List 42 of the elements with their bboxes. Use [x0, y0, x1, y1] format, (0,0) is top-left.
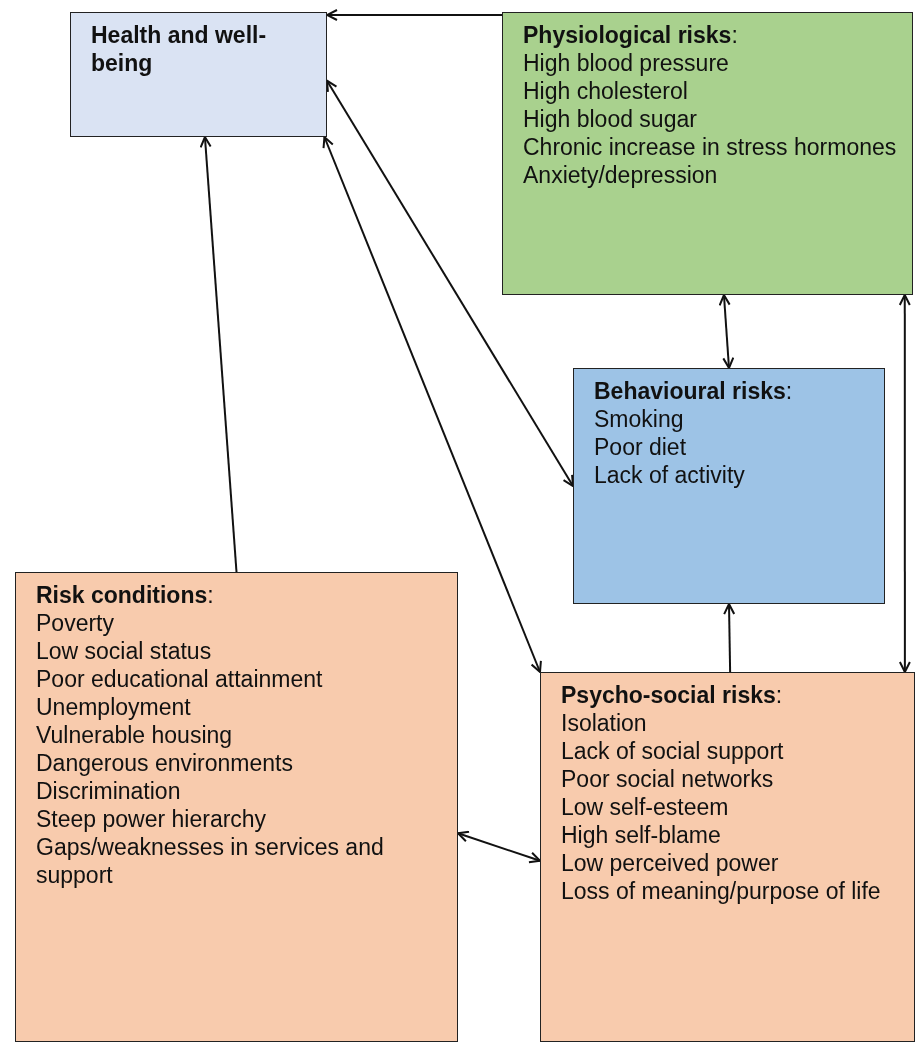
text-box: [540, 672, 915, 1042]
list-item: Vulnerable housing: [36, 721, 233, 749]
text-box: [70, 12, 327, 137]
list-item: Discrimination: [36, 777, 181, 805]
list-item: Low self-esteem: [561, 793, 729, 821]
text-box: [502, 12, 913, 295]
list-item: Poverty: [36, 609, 114, 637]
list-item: Gaps/weaknesses in services and support: [36, 833, 385, 889]
box-heading: Psycho-social risks:: [561, 681, 783, 709]
list-item: Unemployment: [36, 693, 191, 721]
list-item: Low social status: [36, 637, 212, 665]
box-heading: Health and well-being: [91, 21, 268, 77]
text-box: [15, 572, 458, 1042]
list-item: Steep power hierarchy: [36, 805, 267, 833]
arrow: [457, 830, 541, 864]
list-item: Poor social networks: [561, 765, 774, 793]
list-item: Poor educational attainment: [36, 665, 323, 693]
arrow: [322, 136, 542, 673]
arrow: [723, 603, 736, 673]
list-item: Lack of activity: [594, 461, 745, 489]
list-item: Dangerous environments: [36, 749, 293, 777]
list-item: Chronic increase in stress hormones: [523, 133, 897, 161]
list-item: Loss of meaning/purpose of life: [561, 877, 881, 905]
text-box: [573, 368, 885, 604]
box-heading: Behavioural risks:: [594, 377, 793, 405]
list-item: High cholesterol: [523, 77, 688, 105]
list-item: Lack of social support: [561, 737, 784, 765]
list-item: Smoking: [594, 405, 684, 433]
list-item: Low perceived power: [561, 849, 779, 877]
arrow: [199, 136, 238, 573]
list-item: Isolation: [561, 709, 647, 737]
box-heading: Risk conditions:: [36, 581, 214, 609]
list-item: Poor diet: [594, 433, 687, 461]
arrow: [898, 294, 911, 673]
list-item: Anxiety/depression: [523, 161, 718, 189]
list-item: High self-blame: [561, 821, 721, 849]
list-item: High blood sugar: [523, 105, 697, 133]
list-item: High blood pressure: [523, 49, 729, 77]
box-heading: Physiological risks:: [523, 21, 738, 49]
arrow: [718, 294, 735, 369]
arrow: [326, 79, 574, 487]
arrow: [326, 9, 503, 21]
